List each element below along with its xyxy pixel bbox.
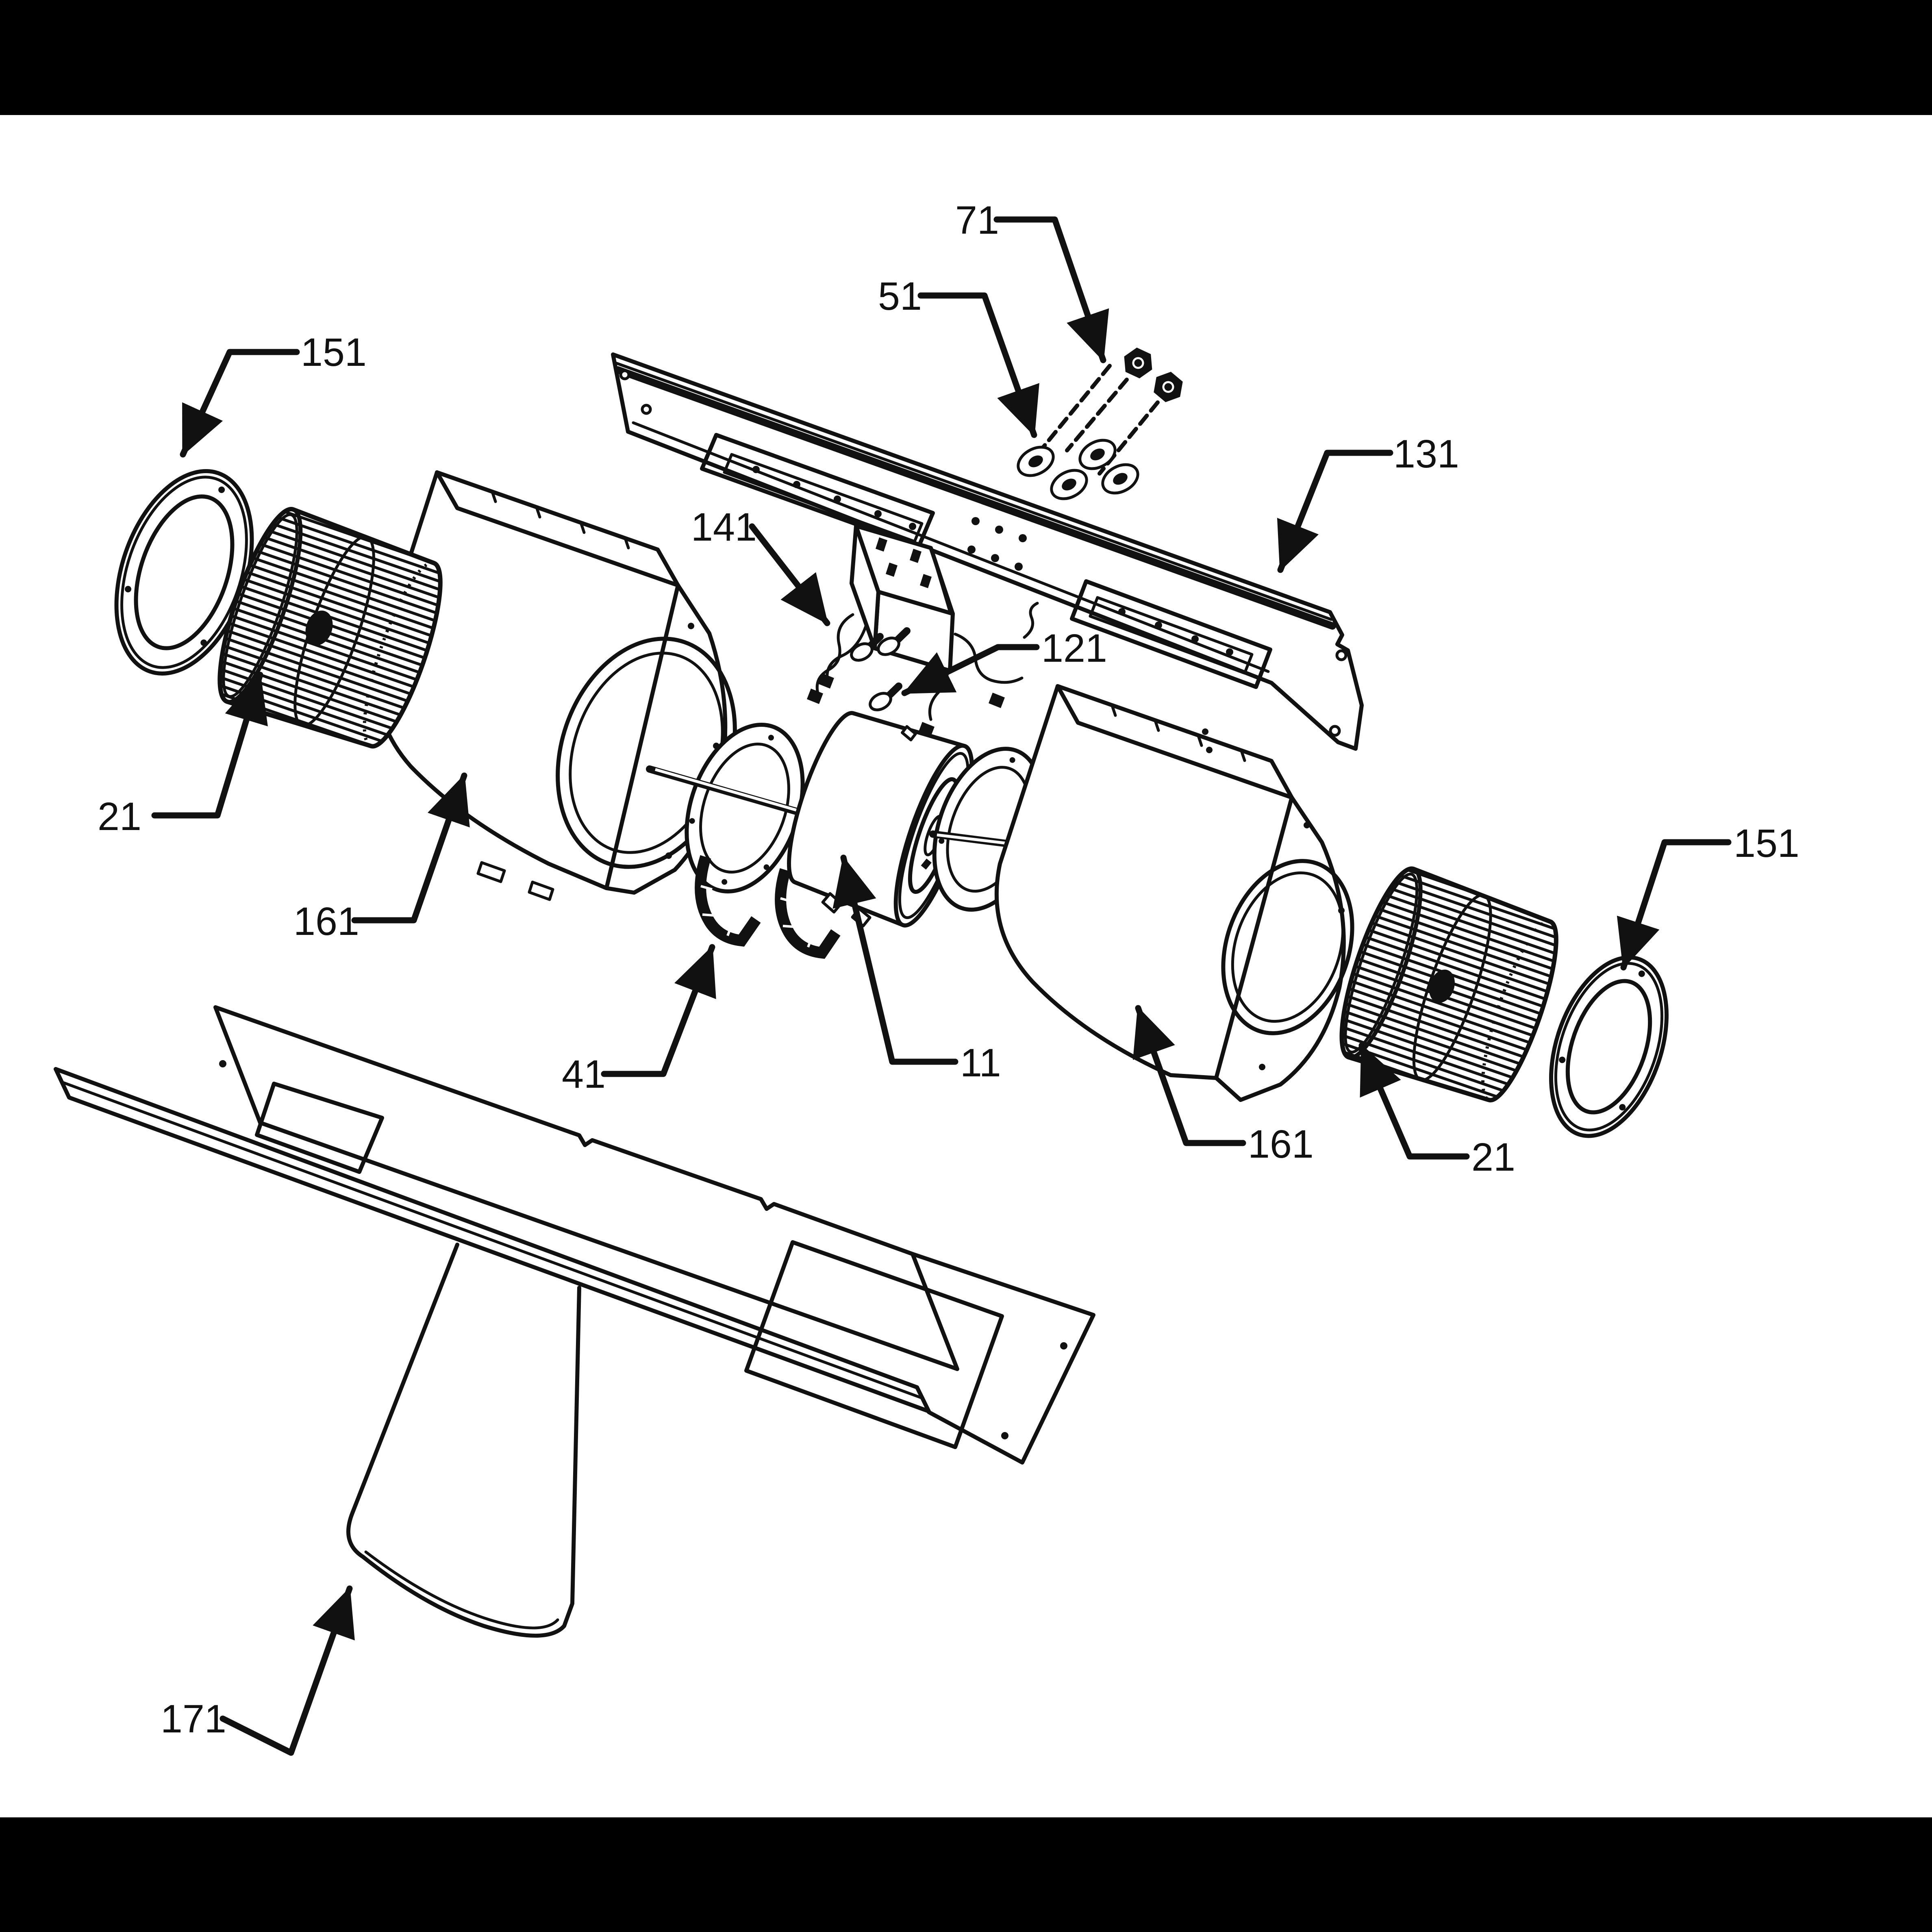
screw bbox=[877, 627, 911, 656]
leader-11 bbox=[832, 854, 958, 1065]
hood-wall-cutout bbox=[255, 1082, 384, 1174]
callout-41: 41 bbox=[562, 1052, 606, 1096]
callout-21-left: 21 bbox=[98, 794, 141, 839]
washer bbox=[1078, 439, 1117, 470]
callout-151-right: 151 bbox=[1734, 821, 1799, 865]
leader-131 bbox=[1277, 450, 1393, 573]
wheel-hub bbox=[305, 611, 333, 645]
blower-wheel-left bbox=[217, 507, 443, 749]
mounting-plate bbox=[611, 352, 1364, 751]
blower-wheel-right bbox=[1339, 866, 1558, 1103]
leader-161-left bbox=[351, 772, 470, 924]
callout-leaders bbox=[151, 216, 1732, 1756]
leader-21-right bbox=[1358, 1042, 1470, 1160]
plate-cutout-right bbox=[1070, 579, 1272, 689]
wheel-hub bbox=[1429, 969, 1455, 1003]
leader-51 bbox=[917, 292, 1039, 438]
blower-housing-right bbox=[994, 684, 1354, 1102]
callout-11: 11 bbox=[960, 1041, 1001, 1085]
callout-161-left: 161 bbox=[293, 899, 359, 943]
plate-hole bbox=[641, 404, 652, 415]
washer bbox=[1101, 463, 1139, 495]
callout-labels: 71 51 151 131 141 121 21 161 41 11 161 2… bbox=[98, 198, 1799, 1741]
washer bbox=[1017, 446, 1055, 477]
leader-171 bbox=[219, 1585, 355, 1756]
hood-duct-opening bbox=[744, 1240, 1004, 1449]
callout-171: 171 bbox=[161, 1697, 226, 1741]
letterbox-bottom bbox=[0, 1817, 1932, 1932]
leader-141 bbox=[749, 523, 830, 626]
screw bbox=[869, 682, 902, 711]
leader-41 bbox=[601, 944, 716, 1077]
plate-top-flange bbox=[614, 366, 1336, 630]
leader-151-left bbox=[180, 349, 300, 458]
hex-nut bbox=[1124, 348, 1152, 378]
callout-21-right: 21 bbox=[1471, 1135, 1515, 1179]
junction-box bbox=[807, 524, 1039, 737]
callout-131: 131 bbox=[1393, 432, 1459, 476]
wire bbox=[826, 622, 868, 683]
wire bbox=[954, 632, 1024, 684]
leader-151-right bbox=[1617, 839, 1732, 971]
leader-21-left bbox=[151, 672, 268, 819]
leader-71 bbox=[993, 216, 1109, 363]
hood-chute bbox=[346, 1243, 581, 1638]
wire-terminal bbox=[818, 673, 834, 689]
callout-71: 71 bbox=[955, 198, 999, 242]
callout-141: 141 bbox=[691, 505, 757, 549]
washer bbox=[1050, 469, 1088, 500]
callout-51: 51 bbox=[878, 274, 922, 318]
callout-151-left: 151 bbox=[301, 330, 367, 374]
plate-hole bbox=[619, 369, 630, 380]
leader-121 bbox=[901, 644, 1040, 696]
hex-nut bbox=[1154, 372, 1183, 402]
callout-161-right: 161 bbox=[1248, 1122, 1314, 1166]
screw bbox=[850, 633, 884, 662]
leader-161-right bbox=[1133, 1005, 1246, 1146]
wheel-center-band bbox=[1412, 893, 1492, 1082]
wire-terminal bbox=[807, 689, 823, 704]
inlet-ring-left bbox=[114, 469, 254, 676]
wire-terminal bbox=[989, 693, 1005, 708]
callout-121: 121 bbox=[1041, 626, 1107, 670]
mounting-strap bbox=[775, 868, 841, 959]
hood-body bbox=[54, 1005, 1095, 1638]
mount-ring-left bbox=[685, 722, 805, 894]
screw-set bbox=[850, 627, 911, 711]
mounting-strap bbox=[695, 855, 761, 947]
fastener-set bbox=[1017, 348, 1183, 500]
letterbox-top bbox=[0, 0, 1932, 115]
